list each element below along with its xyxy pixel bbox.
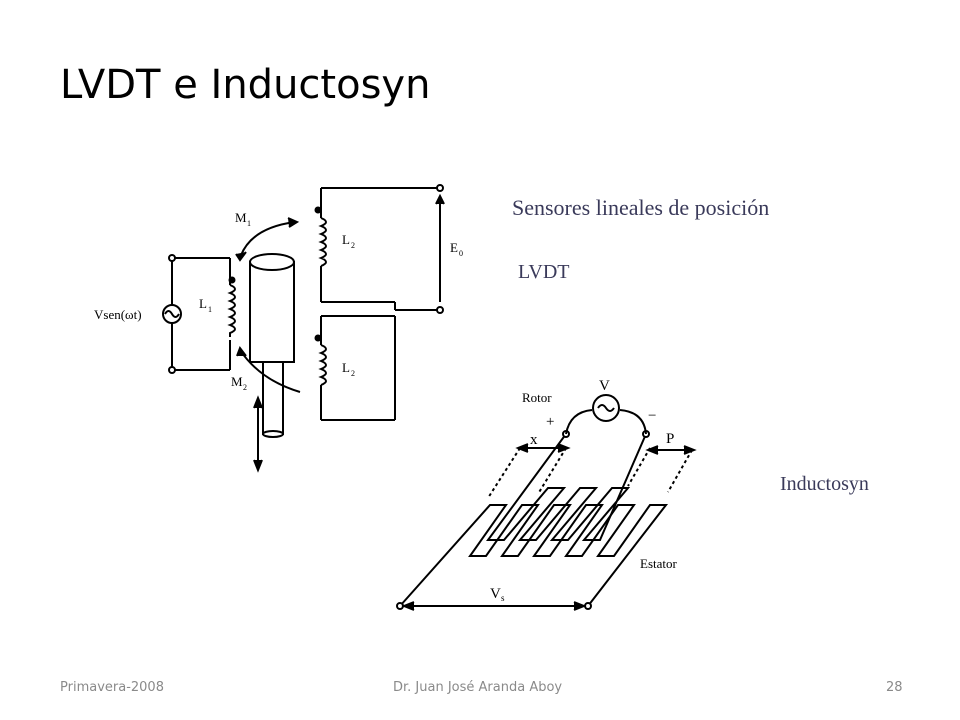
primary-label: L: [199, 296, 207, 311]
inductosyn-caption: Inductosyn: [780, 473, 869, 495]
output-label: E: [450, 240, 458, 255]
x-label: x: [530, 432, 538, 448]
inductosyn-diagram: [396, 394, 697, 611]
svg-text:0: 0: [459, 249, 463, 258]
secondary-top-coil: [318, 217, 327, 267]
svg-text:1: 1: [247, 219, 251, 228]
p-label: P: [666, 431, 674, 447]
svg-text:2: 2: [351, 369, 355, 378]
m2-label: M: [231, 374, 243, 389]
lvdt-caption: LVDT: [518, 261, 569, 283]
svg-text:s: s: [501, 593, 505, 603]
stator-label: Estator: [640, 556, 677, 571]
lvdt-rod: [262, 361, 284, 435]
lvdt-diagram: [162, 184, 445, 473]
secondary-bottom-coil: [318, 344, 327, 386]
voltage-label: V: [599, 378, 610, 394]
footer-author: Dr. Juan José Aranda Aboy: [393, 680, 563, 695]
heading-caption: Sensores lineales de posición: [512, 195, 769, 220]
vs-label: V: [490, 586, 501, 602]
svg-text:2: 2: [351, 241, 355, 250]
minus-label: −: [648, 408, 656, 424]
primary-sub: 1: [208, 305, 212, 314]
rotor-winding: [486, 433, 647, 541]
slide-title: LVDT e Inductosyn: [60, 62, 431, 108]
primary-coil: [227, 284, 236, 337]
m1-label: M: [235, 210, 247, 225]
rotor-label: Rotor: [522, 390, 552, 405]
plus-label: +: [546, 414, 554, 430]
secondary-top-label: L: [342, 232, 350, 247]
lvdt-core: [249, 261, 295, 363]
secondary-bottom-label: L: [342, 360, 350, 375]
footer-date: Primavera-2008: [60, 680, 164, 695]
stator-winding: [399, 504, 669, 607]
m1-arrow: [239, 221, 296, 259]
source-label: Vsen(ωt): [94, 307, 142, 322]
page-number: 28: [886, 680, 903, 695]
svg-text:2: 2: [243, 383, 247, 392]
